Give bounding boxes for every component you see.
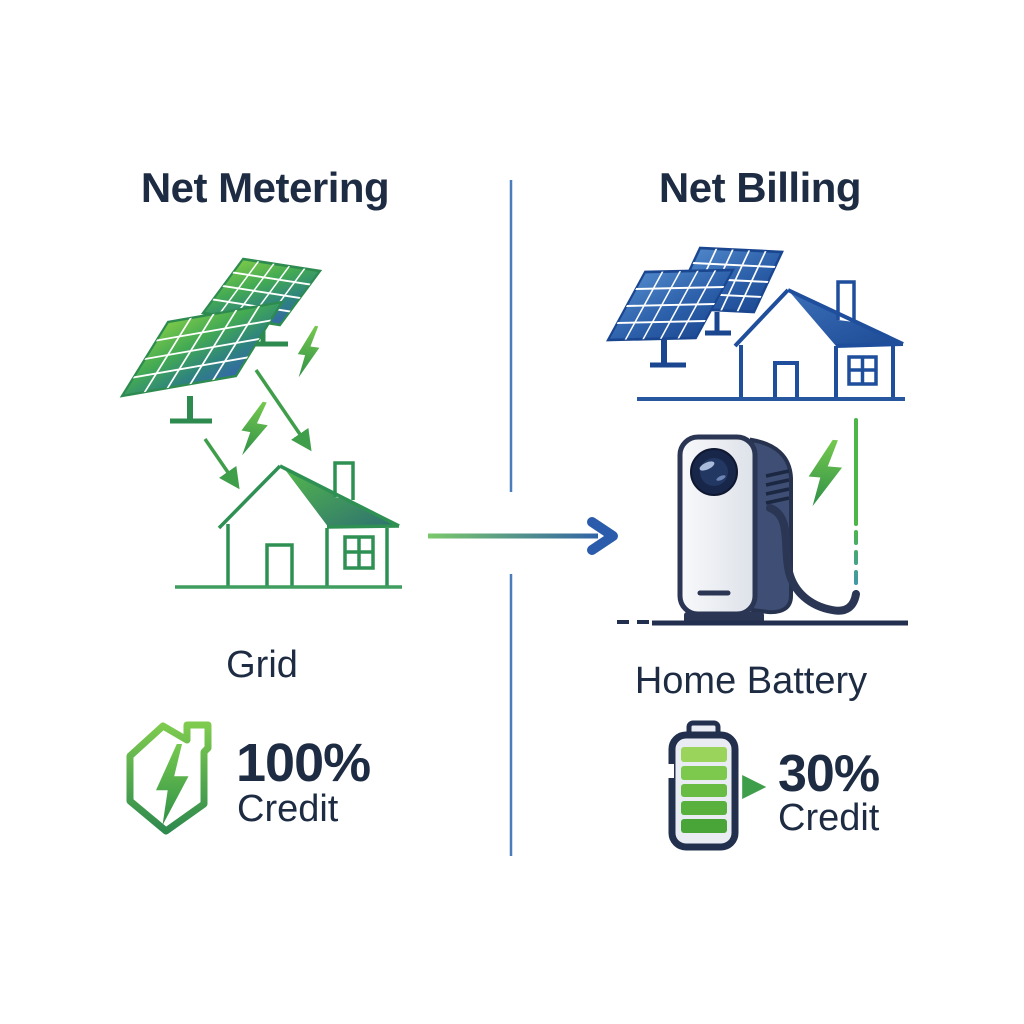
left-credit-label: Credit — [237, 788, 339, 830]
left-solar-panels-icon — [119, 257, 323, 424]
battery-level-icon — [665, 720, 767, 851]
right-title: Net Billing — [658, 164, 862, 211]
grid-label: Grid — [226, 644, 298, 686]
lightning-bolt-icon — [294, 324, 323, 380]
grid-flow-arrows — [203, 369, 312, 490]
home-battery-icon — [617, 434, 908, 626]
energy-shield-icon — [126, 721, 212, 835]
battery-ground-line — [617, 620, 908, 626]
left-credit-value: 100% — [236, 733, 371, 793]
home-battery-label: Home Battery — [634, 660, 868, 702]
right-house-icon — [637, 280, 905, 401]
lightning-bolt-icon — [237, 399, 272, 459]
right-credit-value: 30% — [778, 745, 880, 803]
right-credit-label: Credit — [778, 797, 880, 839]
center-flow-arrow-icon — [428, 517, 618, 555]
left-house-icon — [175, 461, 402, 589]
battery-cable — [766, 504, 860, 615]
right-solar-panels-icon — [605, 246, 784, 368]
lightning-bolt-icon — [806, 438, 845, 509]
left-title: Net Metering — [140, 164, 390, 211]
